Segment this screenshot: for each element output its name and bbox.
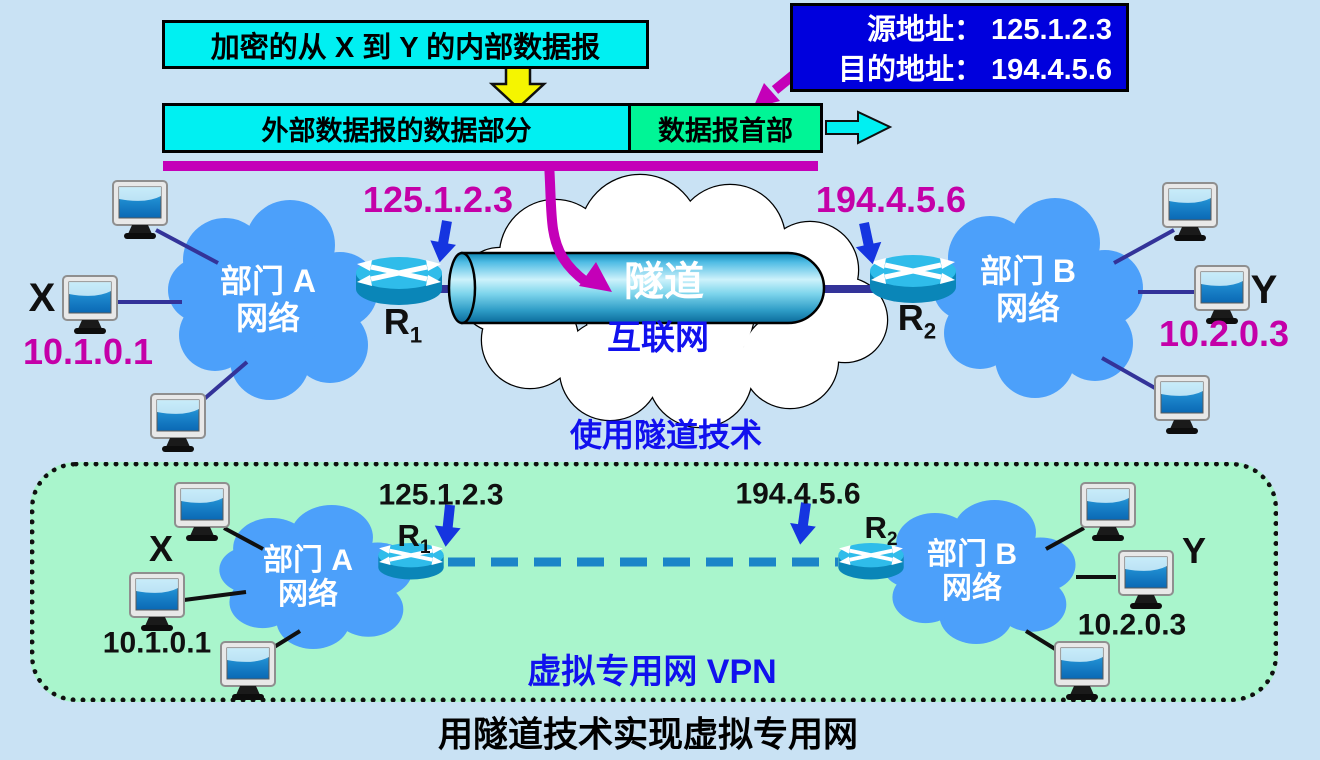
- vpn-host-x-address: 10.1.0.1: [102, 626, 212, 660]
- router-r1-label: R1: [383, 301, 423, 348]
- diagram-title: 用隧道技术实现虚拟专用网: [437, 715, 859, 755]
- dept-b-cloud-label: 部门 B 网络: [979, 253, 1077, 326]
- vpn-host-y-address: 10.2.0.3: [1077, 608, 1187, 642]
- yellow-down-arrow-icon: [488, 64, 548, 110]
- address-box: 源地址： 125.1.2.3 目的地址： 194.4.5.6: [790, 3, 1129, 92]
- host-x-address: 10.1.0.1: [22, 331, 154, 373]
- outer-datagram-data-part: 外部数据报的数据部分: [165, 106, 628, 150]
- computer-icon-host-x: [62, 275, 118, 335]
- magenta-underline: [163, 161, 818, 171]
- router-r1-icon: [356, 257, 442, 305]
- data-part-text: 外部数据报的数据部分: [261, 115, 532, 146]
- r1-address-label: 125.1.2.3: [362, 179, 514, 221]
- internet-label: 互联网: [607, 319, 709, 358]
- host-y-label: Y: [1250, 268, 1278, 312]
- source-address: 源地址： 125.1.2.3: [867, 14, 1112, 46]
- down-arrow-icon-r1: [426, 218, 460, 265]
- encrypted-datagram-label: 加密的从 X 到 Y 的内部数据报: [162, 20, 649, 69]
- computer-icon: [112, 180, 168, 240]
- vpn-dept-a-cloud-label: 部门 A 网络: [263, 544, 353, 611]
- vpn-router-r1-label: R1: [397, 517, 431, 559]
- computer-icon: [1154, 375, 1210, 435]
- dept-a-cloud-label: 部门 A 网络: [219, 263, 317, 336]
- encrypted-datagram-text: 加密的从 X 到 Y 的内部数据报: [210, 31, 601, 64]
- outer-datagram-bar: 外部数据报的数据部分 数据报首部: [162, 103, 823, 153]
- vpn-dept-b-cloud-label: 部门 B 网络: [927, 538, 1017, 605]
- destination-address: 目的地址： 194.4.5.6: [838, 54, 1112, 86]
- magenta-curve-arrow-icon: [544, 162, 612, 292]
- header-part-text: 数据报首部: [658, 115, 793, 146]
- down-arrow-icon-r2: [851, 220, 886, 267]
- r2-address-label: 194.4.5.6: [815, 179, 967, 221]
- computer-icon: [1162, 182, 1218, 242]
- host-y-address: 10.2.0.3: [1158, 313, 1290, 355]
- router-r2-icon: [870, 255, 956, 303]
- tunnel-label: 隧道: [624, 260, 704, 304]
- vpn-r2-address-label: 194.4.5.6: [735, 477, 861, 511]
- vpn-host-y-label: Y: [1181, 530, 1207, 572]
- vpn-caption: 虚拟专用网 VPN: [527, 653, 777, 692]
- computer-icon: [150, 393, 206, 453]
- router-r2-label: R2: [897, 297, 937, 344]
- vpn-r1-address-label: 125.1.2.3: [378, 478, 504, 512]
- cyan-right-arrow-icon: [825, 110, 893, 145]
- tunnel-caption: 使用隧道技术: [569, 417, 763, 454]
- vpn-router-r2-label: R2: [864, 509, 898, 551]
- datagram-header-part: 数据报首部: [628, 106, 820, 150]
- vpn-host-x-label: X: [148, 528, 174, 570]
- host-x-label: X: [28, 276, 56, 320]
